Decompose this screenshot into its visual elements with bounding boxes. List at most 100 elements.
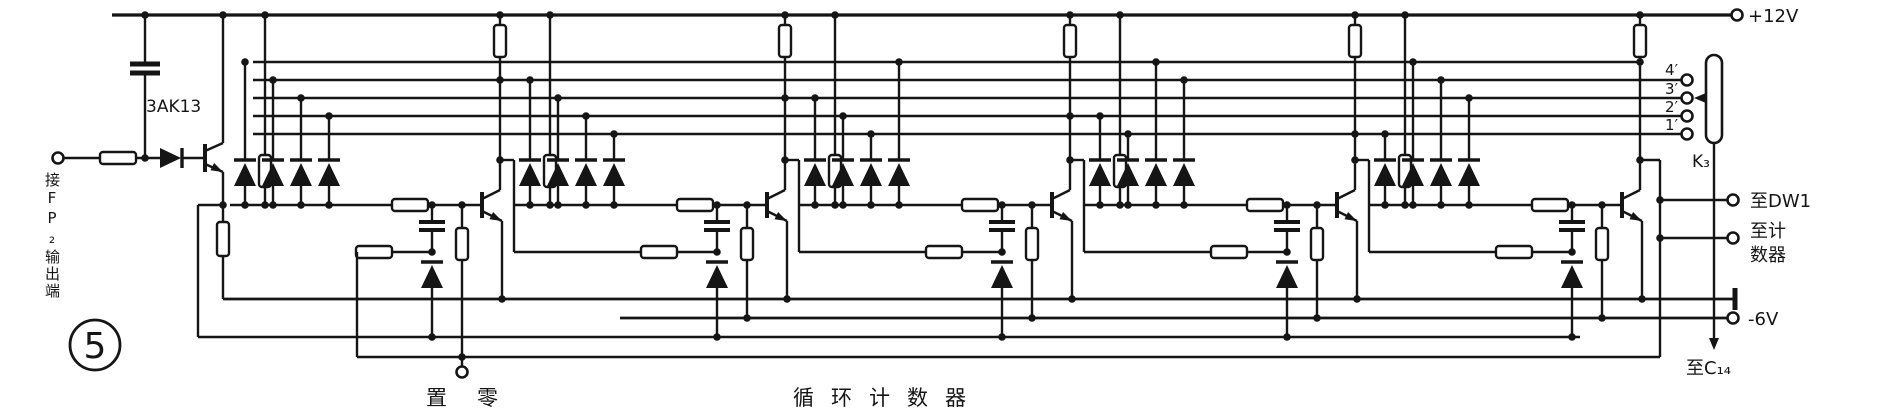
junction-dot xyxy=(496,11,504,19)
junction-dot xyxy=(1381,201,1389,209)
plus12v-label: +12V xyxy=(1748,6,1799,27)
junction-dot xyxy=(610,130,618,138)
terminal-reset xyxy=(455,365,469,379)
input-resistor xyxy=(98,150,138,166)
junction-dot xyxy=(1096,201,1104,209)
junction-dot xyxy=(867,201,875,209)
terminal-input xyxy=(51,151,65,165)
junction-dot xyxy=(895,58,903,66)
transistor-collector xyxy=(766,188,786,201)
junction-dot xyxy=(297,94,305,102)
matrix-diode xyxy=(603,163,625,186)
to-c14-arrow xyxy=(1709,338,1719,350)
coupling-resistor xyxy=(354,244,394,260)
transistor-collector xyxy=(1621,188,1641,201)
junction-dot xyxy=(811,94,819,102)
junction-dot xyxy=(582,201,590,209)
base-resistor xyxy=(675,197,715,213)
matrix-diode xyxy=(1089,163,1111,186)
base-resistor xyxy=(1530,197,1570,213)
collector-pullup-resistor xyxy=(1632,23,1648,59)
emitter-arrow xyxy=(1344,212,1357,221)
junction-dot xyxy=(325,112,333,120)
base-resistor xyxy=(1245,197,1285,213)
junction-dot xyxy=(1437,201,1445,209)
junction-dot xyxy=(297,201,305,209)
matrix-diode xyxy=(1374,163,1396,186)
junction-dot xyxy=(867,130,875,138)
coupling-resistor xyxy=(1209,244,1249,260)
contact-label-3: 3′ xyxy=(1665,80,1679,98)
junction-dot xyxy=(839,201,847,209)
junction-dot xyxy=(1465,94,1473,102)
coupling-resistor xyxy=(1494,244,1534,260)
matrix-diode xyxy=(262,163,284,186)
emitter-arrow xyxy=(1059,212,1072,221)
input-terminal-label: 接FP₂输出端 xyxy=(43,172,61,300)
matrix-diode xyxy=(318,163,340,186)
junction-dot xyxy=(582,112,590,120)
switch-k3-label: K₃ xyxy=(1692,152,1710,172)
minus6v-label: -6V xyxy=(1748,309,1779,330)
junction-dot xyxy=(839,112,847,120)
switch-contact xyxy=(1680,73,1694,87)
junction-dot xyxy=(1116,201,1124,209)
junction-dot xyxy=(1381,130,1389,138)
junction-dot xyxy=(141,154,149,162)
junction-dot xyxy=(1351,11,1359,19)
emitter-arrow xyxy=(489,212,502,221)
junction-dot xyxy=(1096,112,1104,120)
to-dw1-label: 至DW1 xyxy=(1750,191,1811,212)
counter-stage-1 xyxy=(230,11,516,361)
junction-dot xyxy=(219,11,227,19)
reset-label: 置零 xyxy=(426,386,528,410)
to-c14-label: 至C₁₄ xyxy=(1686,358,1731,379)
terminal-to-counter xyxy=(1726,231,1740,245)
bleed-resistor xyxy=(454,226,470,262)
counter-stage-4 xyxy=(1084,11,1371,341)
clamp-diode xyxy=(1276,265,1298,288)
bleed-resistor xyxy=(1024,226,1040,262)
junction-dot xyxy=(546,201,554,209)
switch-arrow xyxy=(1694,93,1706,103)
junction-dot xyxy=(1152,201,1160,209)
collector-pullup-resistor xyxy=(492,23,508,59)
matrix-diode xyxy=(1402,163,1424,186)
collector-pullup-resistor xyxy=(1347,23,1363,59)
matrix-diode xyxy=(888,163,910,186)
matrix-diode xyxy=(832,163,854,186)
contact-label-4: 4′ xyxy=(1665,61,1679,79)
junction-dot xyxy=(1124,130,1132,138)
figure-number-circle xyxy=(68,318,122,372)
switch-contact xyxy=(1680,109,1694,123)
to-counter-label-line2: 数器 xyxy=(1750,245,1786,266)
input-diode xyxy=(160,148,181,168)
counter-stage-5 xyxy=(1369,11,1662,357)
junction-dot xyxy=(1116,11,1124,19)
transistor-collector xyxy=(1336,188,1356,201)
clamp-diode xyxy=(1561,265,1583,288)
emitter-arrow xyxy=(210,163,223,172)
switch-contact xyxy=(1680,127,1694,141)
junction-dot xyxy=(1066,112,1074,120)
terminal-minus6v xyxy=(1726,311,1740,325)
matrix-diode xyxy=(1458,163,1480,186)
junction-dot xyxy=(1152,58,1160,66)
junction-dot xyxy=(1180,76,1188,84)
emitter-resistor xyxy=(215,220,231,258)
junction-dot xyxy=(241,201,249,209)
junction-dot xyxy=(261,201,269,209)
bleed-resistor xyxy=(1309,226,1325,262)
junction-dot xyxy=(831,201,839,209)
circuit-wiring xyxy=(51,8,1744,379)
junction-dot xyxy=(781,11,789,19)
transistor-collector xyxy=(481,188,501,201)
junction-dot xyxy=(1636,58,1644,66)
junction-dot xyxy=(554,94,562,102)
matrix-diode xyxy=(519,163,541,186)
emitter-arrow xyxy=(774,212,787,221)
junction-dot xyxy=(1351,130,1359,138)
junction-dot xyxy=(1066,11,1074,19)
clamp-diode xyxy=(421,265,443,288)
